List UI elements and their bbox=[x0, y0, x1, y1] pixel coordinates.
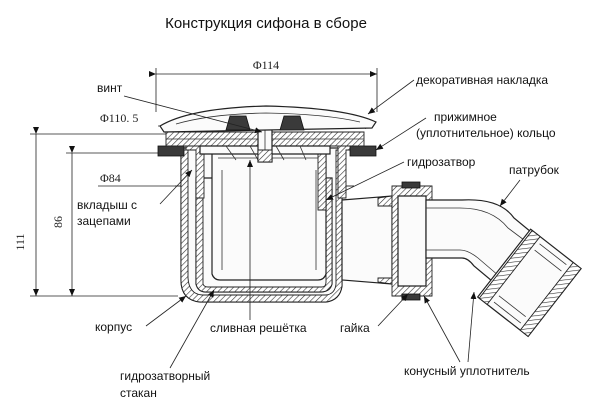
label-konus-group: конусный уплотнитель bbox=[404, 291, 530, 378]
label-stakan-group: гидрозатворный стакан bbox=[120, 289, 215, 400]
label-prizhim-group: прижимное (уплотнительное) кольцо bbox=[375, 110, 556, 151]
siphon-body bbox=[157, 105, 582, 338]
label-konus: конусный уплотнитель bbox=[404, 364, 530, 378]
dimension-d114-label: Φ114 bbox=[253, 58, 279, 72]
label-vkladysh-line2: зацепами bbox=[77, 214, 131, 228]
label-reshetka-group: сливная решётка bbox=[210, 160, 307, 335]
dimension-h111-label: 111 bbox=[13, 233, 27, 250]
label-vkladysh-line1: вкладыш с bbox=[77, 198, 137, 212]
label-stakan-line1: гидрозатворный bbox=[120, 369, 210, 383]
dimension-h111: 111 bbox=[13, 127, 180, 297]
label-vint: винт bbox=[97, 81, 123, 95]
label-patrubok-group: патрубок bbox=[499, 163, 560, 207]
label-dekor-group: декоративная накладка bbox=[367, 73, 548, 115]
label-gidrozatvor-group: гидрозатвор bbox=[325, 155, 476, 201]
dimension-d114: Φ114 bbox=[149, 58, 378, 112]
label-prizhim-line1: прижимное bbox=[434, 110, 497, 124]
label-korpus-group: корпус bbox=[95, 295, 187, 334]
label-prizhim-line2: (уплотнительное) кольцо bbox=[416, 126, 556, 140]
dimension-d110-label: Φ110. 5 bbox=[100, 111, 138, 125]
label-stakan-line2: стакан bbox=[120, 386, 157, 400]
label-gayka-group: гайка bbox=[340, 293, 409, 335]
label-dekor: декоративная накладка bbox=[416, 73, 548, 87]
dimension-d84-label: Φ84 bbox=[100, 171, 121, 185]
label-korpus: корпус bbox=[95, 320, 132, 334]
label-patrubok: патрубок bbox=[509, 163, 560, 177]
dimension-h86-label: 86 bbox=[51, 216, 65, 228]
label-gidrozatvor: гидрозатвор bbox=[407, 155, 476, 169]
diagram-title: Конструкция сифона в сборе bbox=[165, 15, 367, 32]
label-vkladysh-group: вкладыш с зацепами bbox=[77, 169, 193, 228]
label-reshetka: сливная решётка bbox=[210, 321, 307, 335]
label-vint-group: винт bbox=[97, 81, 263, 134]
label-gayka: гайка bbox=[340, 321, 370, 335]
